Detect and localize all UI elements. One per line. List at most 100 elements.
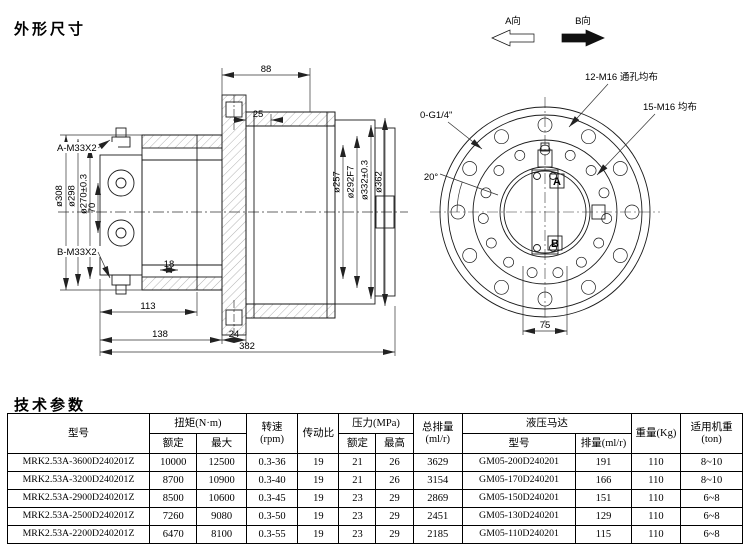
dim-dia257: ø257: [332, 145, 346, 279]
table-row: MRK2.53A-3200D240201Z 8700 10900 0.3-40 …: [6, 471, 743, 490]
col-motor: 液压马达: [461, 413, 632, 434]
cell-speed: 0.3-36: [245, 453, 299, 472]
port-a-label: A-M33X2: [57, 143, 97, 154]
dim-75-label: 75: [540, 320, 551, 331]
cell-pressure-max: 26: [375, 471, 414, 490]
cell-speed: 0.3-40: [245, 471, 299, 490]
cell-torque-max: 9080: [196, 507, 247, 526]
dim-24-label: 24: [229, 329, 240, 340]
col-displacement-line1: 总排量: [421, 421, 454, 433]
cell-weight: 110: [630, 489, 682, 508]
front-view: A B: [430, 97, 660, 327]
side-dimensions: 88 25 ø308 ø298 ø270±0.3 70 ø257: [54, 64, 396, 356]
dim-88: 88: [221, 64, 311, 112]
cell-displacement: 2185: [412, 525, 463, 544]
cell-weight: 110: [630, 525, 682, 544]
port-a-box: [549, 173, 565, 189]
outline-drawing: 88 25 ø308 ø298 ø270±0.3 70 ø257: [54, 15, 697, 356]
cell-pressure-rated: 23: [338, 525, 377, 544]
cell-machine-weight: 8~10: [680, 453, 743, 472]
view-a-arrow: [491, 29, 535, 47]
cell-machine-weight: 6~8: [680, 489, 743, 508]
cell-torque-rated: 10000: [149, 453, 198, 472]
cell-model: MRK2.53A-2200D240201Z: [6, 525, 151, 544]
cell-model: MRK2.53A-2900D240201Z: [6, 489, 151, 508]
dim-113-label: 113: [140, 301, 155, 312]
cell-pressure-max: 29: [375, 525, 414, 544]
dim-70-label: 70: [87, 203, 98, 214]
cell-motor-displacement: 166: [575, 471, 632, 490]
col-motor-model: 型号: [461, 433, 577, 454]
front-side-plug: [591, 204, 606, 220]
dia-257-label: ø257: [332, 171, 343, 193]
cell-displacement: 2869: [412, 489, 463, 508]
view-a-label: A向: [505, 15, 521, 27]
label-inner-bolts: 15-M16 均布: [596, 101, 697, 176]
col-weight: 重量(Kg): [630, 413, 682, 454]
dim-113: 113: [99, 279, 198, 356]
cell-motor-displacement: 151: [575, 489, 632, 508]
cell-ratio: 19: [297, 453, 340, 472]
col-speed: 转速 (rpm): [245, 413, 299, 454]
col-displacement-line2: (ml/r): [425, 433, 450, 445]
cell-motor-displacement: 115: [575, 525, 632, 544]
cell-torque-max: 8100: [196, 525, 247, 544]
cell-torque-max: 10900: [196, 471, 247, 490]
col-machine-weight: 适用机重(ton): [680, 413, 743, 454]
dim-18: 18: [160, 259, 178, 273]
front-port-a-label: A: [553, 176, 561, 188]
dim-dia298: ø298: [67, 139, 81, 286]
cell-motor-model: GM05-110D240201: [461, 525, 577, 544]
inner-bolt-holes: [477, 144, 613, 278]
cell-motor-model: GM05-150D240201: [461, 489, 577, 508]
cell-ratio: 19: [297, 525, 340, 544]
dia-332-label: ø332±0.3: [360, 160, 371, 200]
cell-motor-displacement: 129: [575, 507, 632, 526]
dim-25-label: 25: [253, 109, 264, 120]
inner-bolts-label: 15-M16 均布: [643, 101, 697, 113]
cell-model: MRK2.53A-3200D240201Z: [6, 471, 151, 490]
table-row: MRK2.53A-3600D240201Z 10000 12500 0.3-36…: [6, 453, 743, 472]
view-direction-arrows: A向 B向: [491, 15, 605, 47]
view-b-label: B向: [575, 15, 591, 27]
cell-pressure-max: 29: [375, 507, 414, 526]
specs-table: 型号 扭矩(N·m) 转速 (rpm) 传动比 压力(MPa) 总排量 (ml/…: [6, 413, 743, 544]
col-motor-displacement: 排量(ml/r): [575, 433, 632, 454]
cell-torque-rated: 6470: [149, 525, 198, 544]
table-row: MRK2.53A-2900D240201Z 8500 10600 0.3-45 …: [6, 489, 743, 508]
drain-port-label: 0-G1/4": [420, 110, 452, 121]
cell-torque-rated: 8700: [149, 471, 198, 490]
cell-pressure-rated: 21: [338, 453, 377, 472]
table-row: MRK2.53A-2200D240201Z 6470 8100 0.3-55 1…: [6, 525, 743, 544]
col-torque-max: 最大: [196, 433, 247, 454]
dia-270-label: ø270±0.3: [79, 174, 90, 214]
cell-weight: 110: [630, 507, 682, 526]
port-b-box: [547, 235, 563, 251]
bottom-fitting: [111, 274, 131, 286]
dim-dia308: ø308: [54, 134, 142, 291]
cell-speed: 0.3-50: [245, 507, 299, 526]
dim-dia362: ø362: [374, 118, 388, 306]
dia-298-label: ø298: [67, 185, 78, 207]
col-pressure-max: 最高: [375, 433, 414, 454]
cell-weight: 110: [630, 471, 682, 490]
header-row-2: 额定 最大 额定 最高 型号 排量(ml/r): [8, 433, 743, 454]
front-top-fitting: [537, 149, 553, 168]
col-displacement: 总排量 (ml/r): [412, 413, 463, 454]
cell-weight: 110: [630, 453, 682, 472]
port-b-label: B-M33X2: [57, 247, 97, 258]
dim-dia332: ø332±0.3: [360, 125, 374, 299]
specs-section-title: 技术参数: [14, 398, 87, 414]
cell-pressure-rated: 23: [338, 507, 377, 526]
gear-housing: [245, 111, 336, 319]
front-port-b-label: B: [551, 238, 559, 250]
cell-machine-weight: 6~8: [680, 507, 743, 526]
mounting-flange: [221, 94, 247, 336]
cell-motor-model: GM05-200D240201: [461, 453, 577, 472]
dim-75: 75: [522, 266, 568, 335]
cell-model: MRK2.53A-2500D240201Z: [6, 507, 151, 526]
cell-displacement: 3629: [412, 453, 463, 472]
dim-25: 25: [234, 109, 283, 126]
cell-motor-model: GM05-130D240201: [461, 507, 577, 526]
outer-ring: [439, 106, 651, 318]
